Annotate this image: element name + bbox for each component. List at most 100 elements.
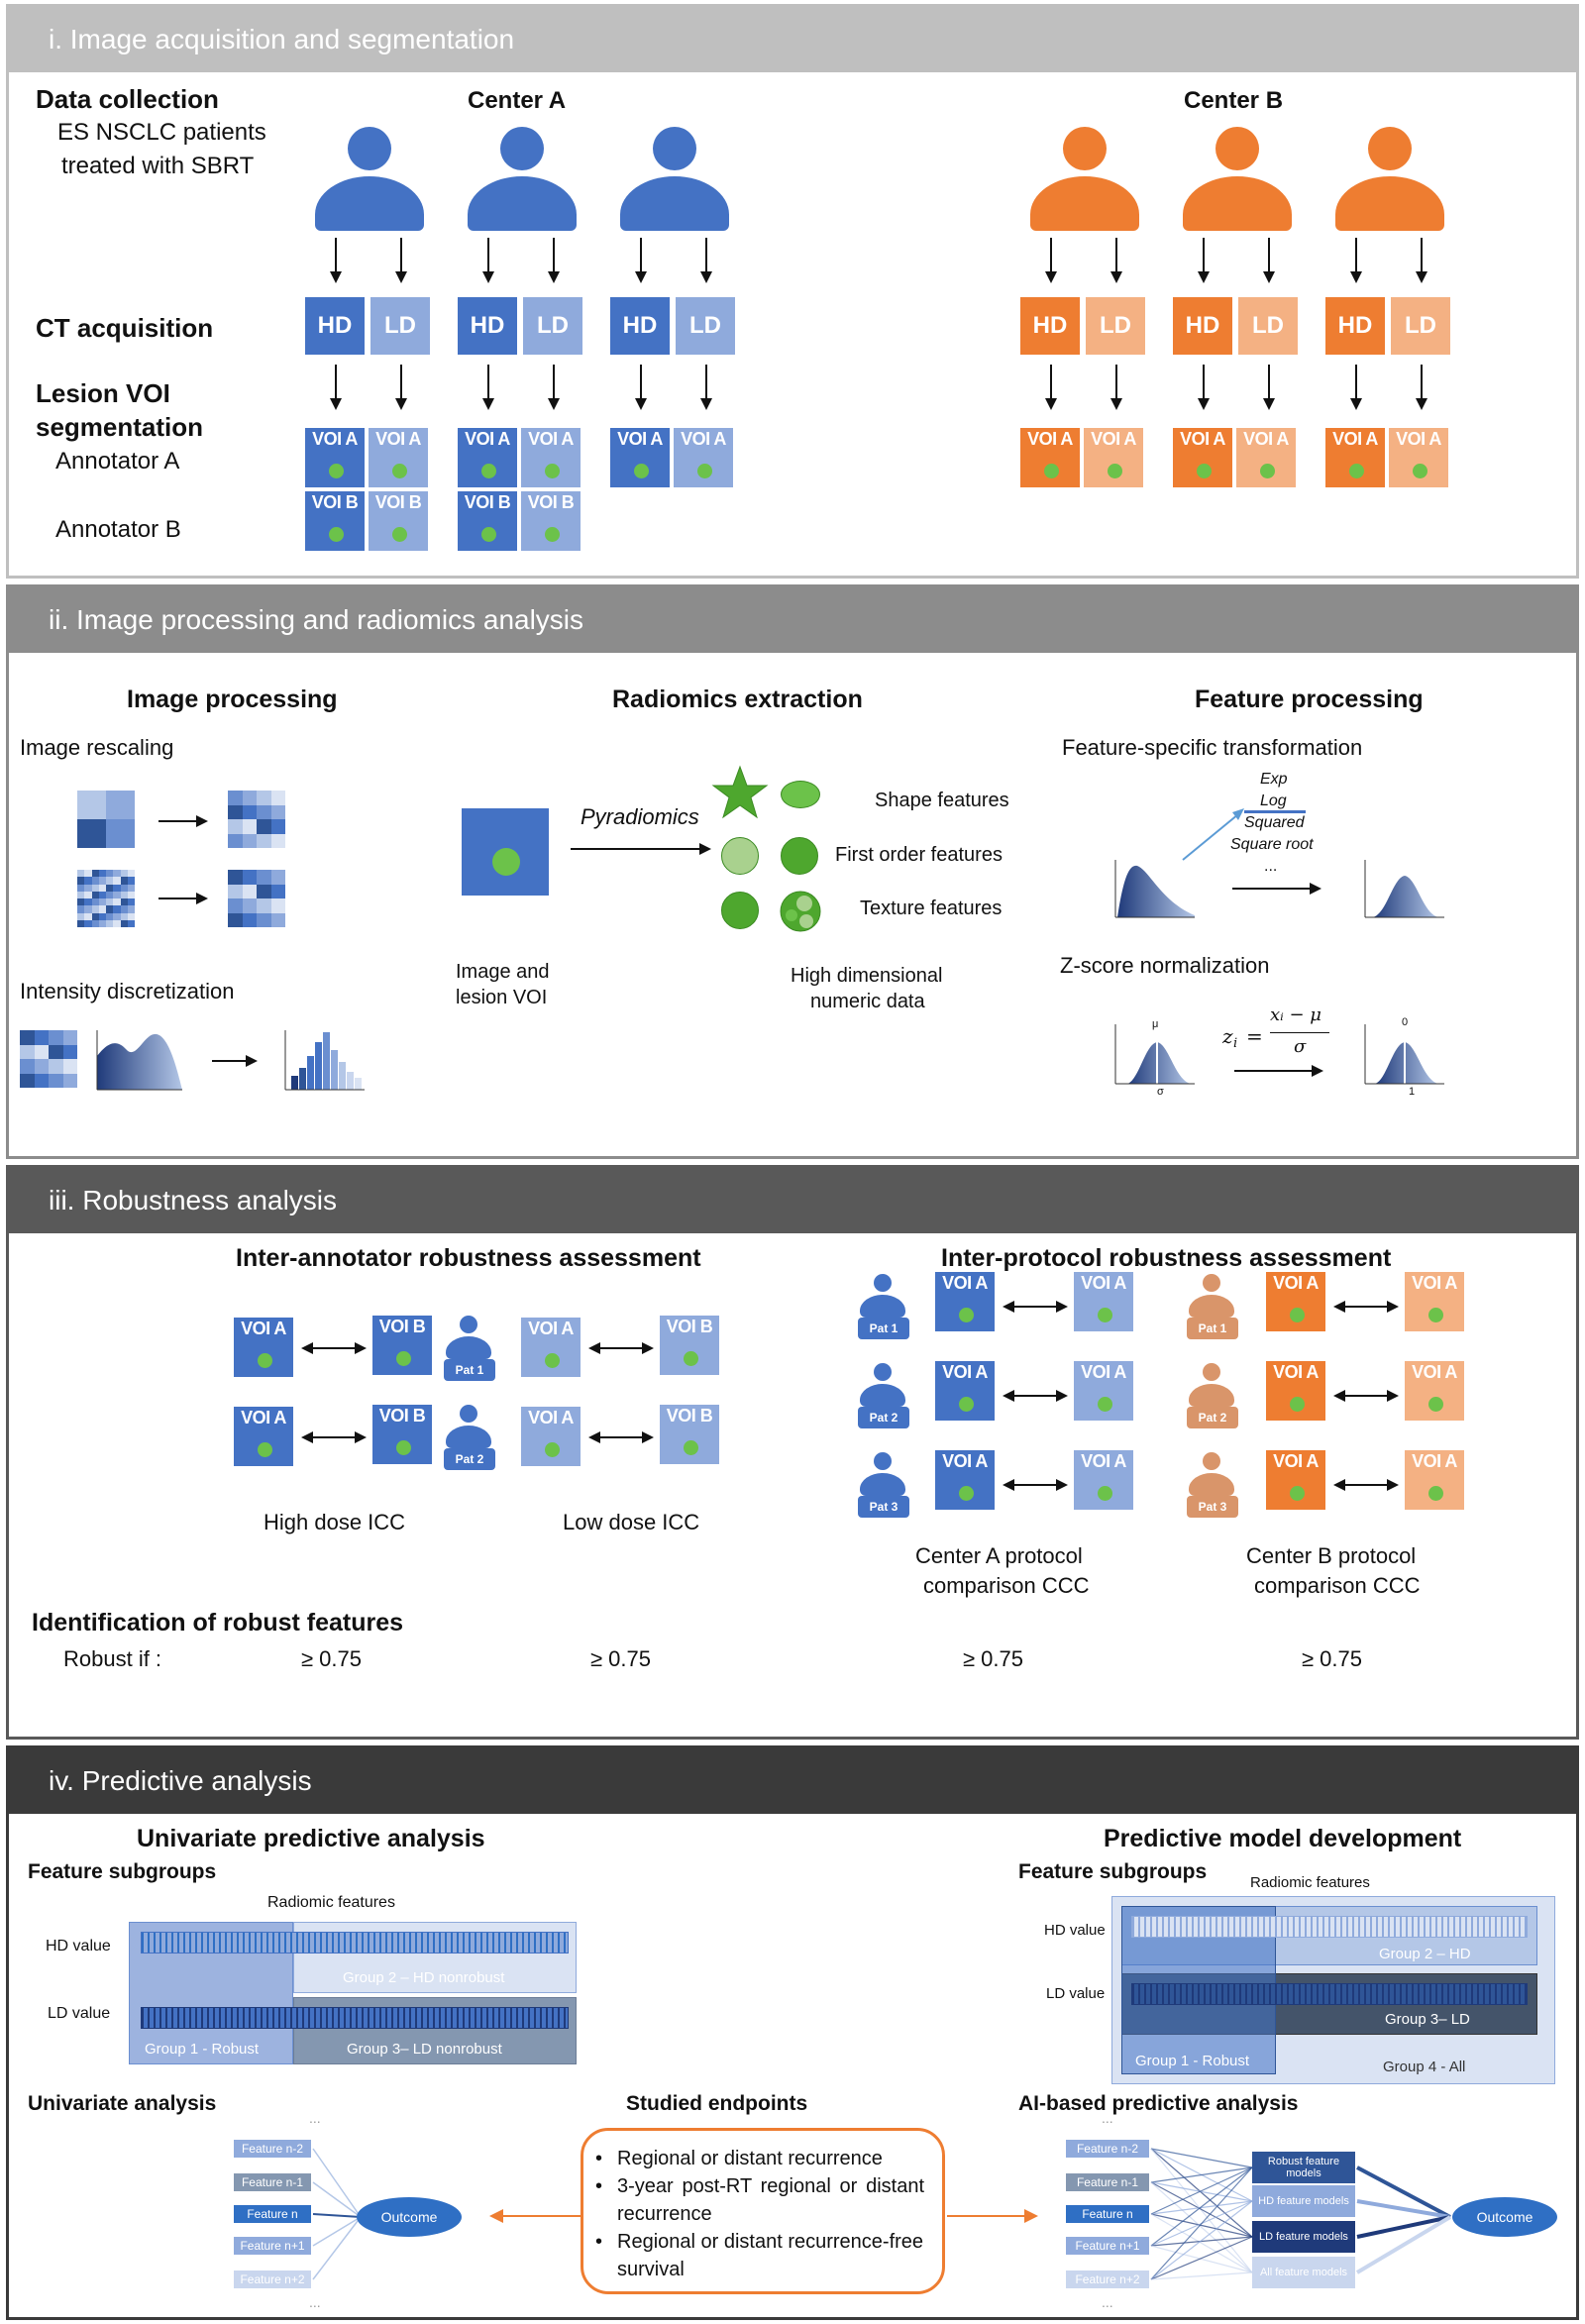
section-header: iv. Predictive analysis [9, 1748, 1576, 1814]
down-arrow [700, 365, 712, 410]
rescaled-grid-image-2 [228, 870, 285, 927]
transform-underline [1244, 810, 1306, 813]
histogram-bar [299, 1068, 306, 1090]
voi-label: VOI A [1412, 1273, 1457, 1293]
comparison-arrow [1333, 1301, 1399, 1313]
voi-label: VOI B [378, 1317, 426, 1336]
radiomic-features-label: Radiomic features [267, 1894, 395, 1911]
ld-scan-box: LD [1238, 297, 1298, 355]
hd-value-label: HD value [46, 1938, 111, 1954]
patient-icon [860, 1363, 905, 1409]
hd-scan-box: HD [1325, 297, 1385, 355]
rescale-arrow-2 [158, 893, 208, 904]
patient-label: Pat 3 [858, 1496, 909, 1518]
voi-label: VOI A [1332, 429, 1378, 449]
hd-feature-bar [141, 1932, 569, 1954]
pyradiomics-label: Pyradiomics [581, 804, 699, 829]
group2-right-label: Group 2 – HD [1379, 1946, 1471, 1962]
person-body [860, 1294, 905, 1318]
patients-line-2: treated with SBRT [61, 153, 255, 179]
histogram-bar [355, 1078, 362, 1090]
model-outcome-line [1356, 2166, 1451, 2219]
patient-icon [446, 1405, 491, 1450]
connector-line [1150, 2200, 1253, 2280]
transform-squared: Squared [1244, 814, 1305, 831]
shape-features-label: Shape features [875, 790, 1009, 811]
endpoint-3: •Regional or distant recurrence-free sur… [595, 2231, 924, 2280]
feature-box: Feature n [1066, 2205, 1149, 2223]
one-label: 1 [1409, 1086, 1416, 1098]
comparison-arrow [1333, 1479, 1399, 1491]
connector-line [1150, 2181, 1253, 2202]
feature-subgroups-right-label: Feature subgroups [1018, 1860, 1208, 1883]
voi-dot-icon [1413, 464, 1427, 478]
person-head [459, 1405, 478, 1424]
voi-dot-icon [1290, 1397, 1305, 1412]
formula-bar [1270, 1032, 1329, 1033]
sigma-label: σ [1157, 1086, 1164, 1098]
person-head [1202, 1452, 1221, 1471]
person-body [1189, 1294, 1234, 1318]
pyradiomics-arrow [571, 843, 711, 855]
model-outcome-line [1356, 2199, 1451, 2219]
histogram-bar [315, 1042, 322, 1090]
model-box: HD feature models [1252, 2185, 1355, 2217]
person-body [860, 1472, 905, 1496]
formula-equals: = [1246, 1024, 1263, 1048]
annotator-a-label: Annotator A [55, 448, 180, 475]
first-order-light-icon [721, 837, 759, 875]
person-head [653, 127, 696, 170]
voi-b-hd: VOI B [372, 1405, 432, 1464]
connector-line [1150, 2166, 1253, 2247]
identification-heading: Identification of robust features [32, 1609, 404, 1637]
connector-line [1150, 2213, 1253, 2273]
voi-dot-icon [481, 464, 496, 478]
voi-a-hd: VOI A [935, 1272, 995, 1331]
connector-line [1150, 2181, 1253, 2273]
star-shape-icon [711, 765, 769, 819]
transform-exp: Exp [1260, 771, 1288, 788]
feature-box: Feature n-2 [234, 2140, 311, 2158]
down-arrow [1350, 365, 1362, 410]
endpoint-arrow-left [489, 2209, 581, 2223]
voi-b-ld: VOI B [369, 491, 428, 551]
inter-protocol-heading: Inter-protocol robustness assessment [941, 1244, 1392, 1272]
voi-label: VOI A [465, 429, 510, 449]
down-arrow [1045, 365, 1057, 410]
voi-dot-icon [396, 1351, 411, 1366]
connector-line [1150, 2148, 1253, 2273]
zero-label: 0 [1402, 1016, 1409, 1028]
center-b-protocol-2: comparison CCC [1254, 1573, 1421, 1598]
feature-box: Feature n-1 [1066, 2173, 1149, 2191]
high-dose-icc-label: High dose ICC [264, 1510, 406, 1534]
connector-line [1150, 2181, 1253, 2238]
skewed-distribution-icon [1114, 860, 1195, 918]
feature-box: Feature n+1 [234, 2237, 311, 2255]
voi-b-ld: VOI B [660, 1405, 719, 1464]
person-head [459, 1316, 478, 1334]
voi-label: VOI A [528, 1319, 574, 1338]
hd-scan-box: HD [305, 297, 365, 355]
image-lesion-label-1: Image and [456, 961, 550, 983]
section-predictive: iv. Predictive analysis [6, 1745, 1579, 2320]
ai-dots-bottom: ... [1102, 2294, 1113, 2310]
voi-a-ld: VOI A [521, 428, 581, 487]
texture-blob-icon [780, 891, 821, 932]
image-rescaling-label: Image rescaling [20, 735, 174, 760]
voi-label: VOI B [527, 492, 575, 512]
endpoint-arrow-right [947, 2209, 1038, 2223]
voi-label: VOI A [1396, 429, 1441, 449]
voi-label: VOI A [1091, 429, 1136, 449]
feature-box: Feature n+2 [234, 2271, 311, 2288]
voi-a-hd: VOI A [234, 1407, 293, 1466]
person-body [620, 175, 729, 231]
section-processing: ii. Image processing and radiomics analy… [6, 584, 1579, 1159]
ld-value-label: LD value [48, 2005, 111, 2022]
voi-dot-icon [545, 1442, 560, 1457]
voi-a-hd: VOI A [935, 1450, 995, 1510]
voi-dot-icon [392, 527, 407, 542]
threshold-1: ≥ 0.75 [301, 1646, 363, 1671]
voi-a-ld: VOI A [521, 1318, 581, 1377]
voi-label: VOI A [1027, 429, 1073, 449]
voi-label: VOI B [378, 1406, 426, 1426]
